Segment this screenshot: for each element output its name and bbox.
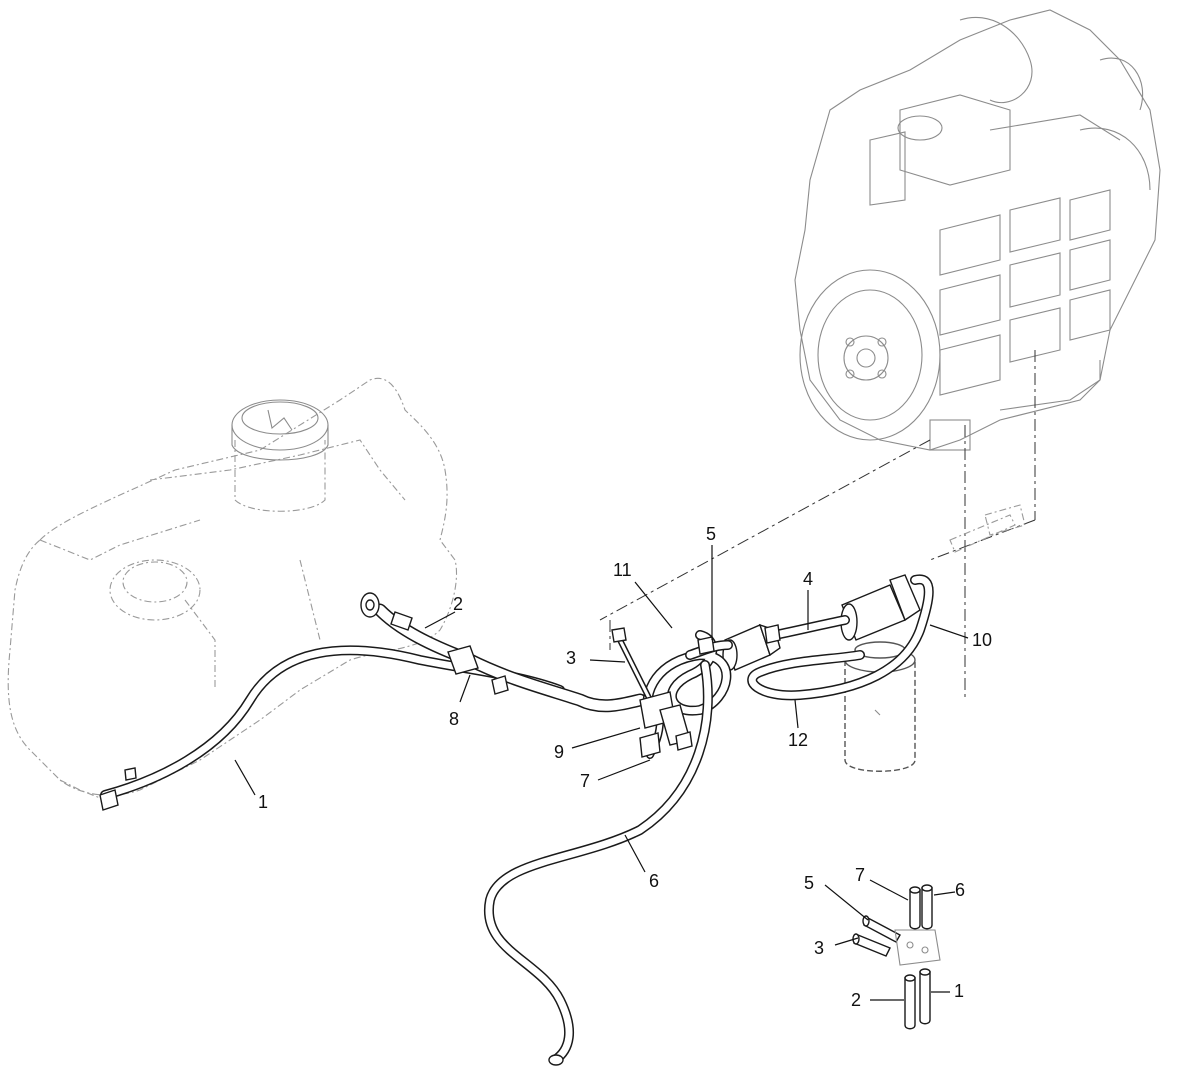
phantom-lines [599,350,1036,700]
callout-5: 5 [706,524,716,544]
callout-3: 3 [566,648,576,668]
detail-callout-6: 6 [955,880,965,900]
callout-12: 12 [788,730,808,750]
callout-7: 7 [580,771,590,791]
callout-2: 2 [453,594,463,614]
leader-lines [234,545,969,1001]
callout-4: 4 [803,569,813,589]
fuel-tank [7,377,458,801]
callout-10: 10 [972,630,992,650]
callout-6: 6 [649,871,659,891]
fuel-hoses [100,574,934,1066]
fuel-pump [840,574,921,641]
callouts-main: 1 2 3 4 5 6 7 8 9 10 11 12 [258,524,992,891]
detail-callout-5: 5 [804,873,814,893]
callouts-detail: 1 2 3 5 6 7 [804,865,965,1010]
t-fitting-detail [852,884,941,1030]
fuel-pump-connector [949,504,1026,553]
callout-8: 8 [449,709,459,729]
fittings [99,592,781,811]
callout-9: 9 [554,742,564,762]
detail-callout-7: 7 [855,865,865,885]
detail-callout-3: 3 [814,938,824,958]
callout-11: 11 [613,560,632,580]
detail-callout-2: 2 [851,990,861,1010]
detail-callout-1: 1 [954,981,964,1001]
engine [794,9,1161,451]
callout-1: 1 [258,792,268,812]
